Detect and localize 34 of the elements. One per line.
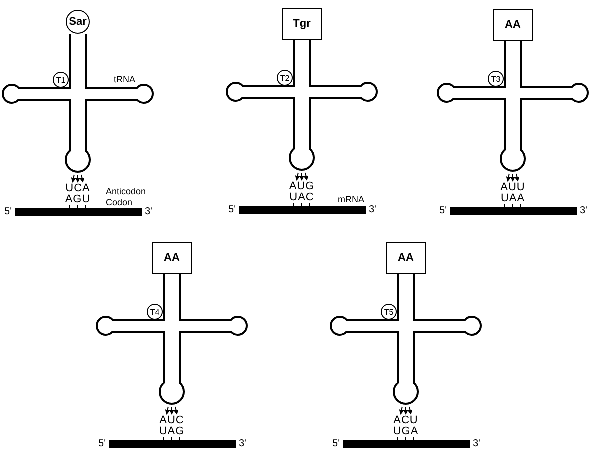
trna-tag-circle: T1 [53, 72, 69, 88]
strand-end-label: 3' [239, 438, 246, 450]
anticodon-label: UCA [66, 184, 90, 194]
strand-end-label: 3' [473, 438, 480, 450]
amino-acid-box: AA [386, 242, 426, 274]
codon-label: UAA [500, 194, 526, 204]
anticodon-label: AUU [500, 182, 526, 194]
part-label: tRNA [114, 74, 136, 86]
strand-end-label: 5' [228, 204, 236, 216]
strand-end-label: 5' [4, 206, 12, 218]
amino-acid-box: AA [493, 9, 533, 41]
anticodon-label: AUG [289, 182, 315, 192]
part-label: mRNA [338, 194, 364, 206]
strand-end-label: 3' [145, 206, 152, 218]
anticodon-label: ACU [394, 416, 418, 426]
anticodon-label: AUC [160, 416, 184, 426]
codon-label: UAG [159, 426, 185, 438]
trna-tag-circle: T3 [488, 71, 504, 87]
codon-label: AGU [65, 194, 91, 206]
amino-acid-circle: Sar [66, 10, 90, 34]
strand-end-label: 3' [580, 206, 588, 216]
codon-label: UAC [290, 192, 314, 204]
codon-label: UGA [393, 426, 419, 438]
trna-tag-circle: T4 [147, 304, 163, 320]
strand-end-label: 3' [369, 204, 376, 216]
part-label: Codon [106, 198, 133, 208]
strand-end-label: 5' [440, 206, 447, 216]
trna-tag-circle: T5 [381, 304, 397, 320]
amino-acid-box: Tgr [282, 8, 322, 40]
strand-end-label: 5' [98, 438, 106, 450]
amino-acid-box: AA [152, 242, 192, 274]
strand-end-label: 5' [332, 438, 340, 450]
part-label: Anticodon [106, 186, 146, 198]
trna-tag-circle: T2 [277, 70, 293, 86]
